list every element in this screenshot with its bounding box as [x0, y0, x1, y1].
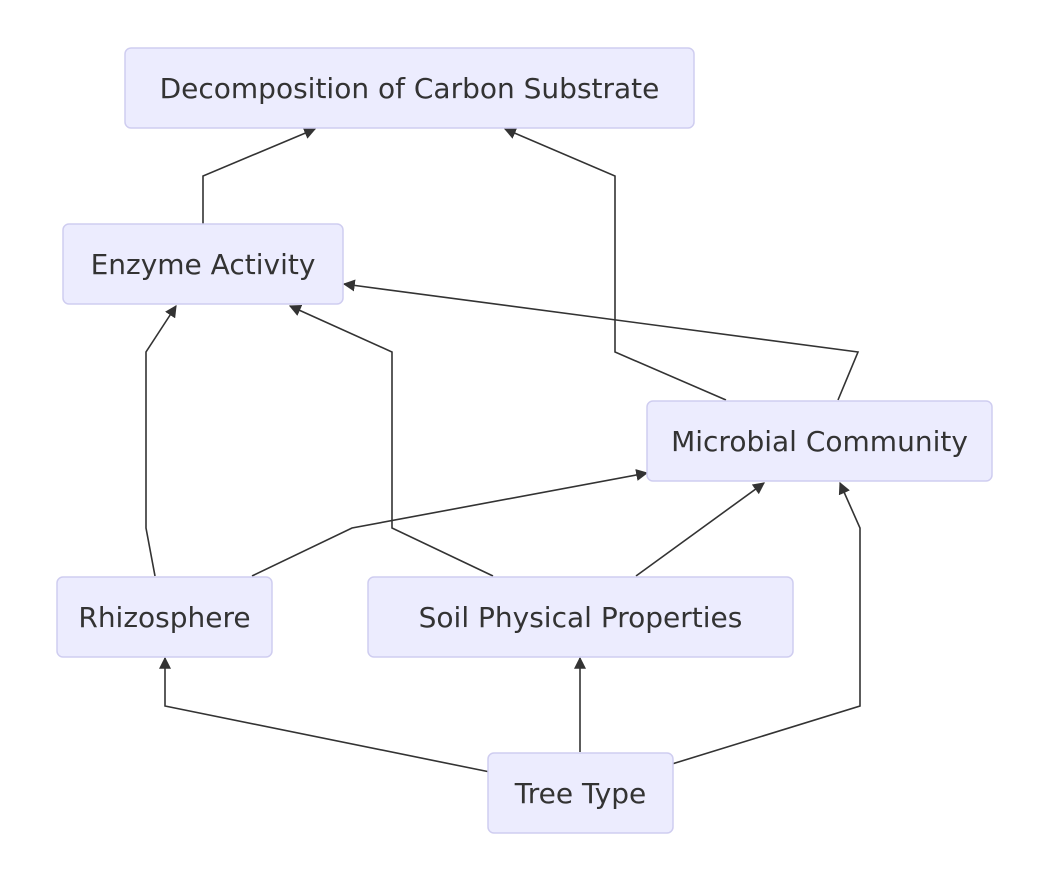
- node-rhizosphere-label: Rhizosphere: [78, 601, 250, 634]
- node-decomposition-label: Decomposition of Carbon Substrate: [160, 72, 660, 105]
- node-microbial-community[interactable]: Microbial Community: [646, 400, 993, 482]
- edge-microbial-to-enzyme: [342, 279, 860, 401]
- node-soil-physical-properties[interactable]: Soil Physical Properties: [367, 576, 794, 658]
- edges-layer: [145, 127, 861, 773]
- edge-rhizosphere-to-microbial: [251, 469, 649, 577]
- edge-tree-to-rhizosphere: [159, 656, 491, 773]
- node-enzyme-activity[interactable]: Enzyme Activity: [62, 223, 344, 305]
- edge-rhizosphere-to-enzyme: [145, 304, 177, 577]
- node-microbial-community-label: Microbial Community: [671, 425, 968, 458]
- node-decomposition[interactable]: Decomposition of Carbon Substrate: [124, 47, 695, 129]
- node-tree-type[interactable]: Tree Type: [487, 752, 674, 834]
- node-rhizosphere[interactable]: Rhizosphere: [56, 576, 273, 658]
- edge-soil-to-enzyme: [288, 304, 494, 577]
- edge-microbial-to-decomposition: [503, 127, 727, 401]
- node-tree-type-label: Tree Type: [514, 777, 647, 810]
- edge-soil-to-microbial: [635, 482, 765, 577]
- node-soil-physical-properties-label: Soil Physical Properties: [419, 601, 743, 634]
- edge-enzyme-to-decomposition: [202, 127, 317, 224]
- edge-tree-to-microbial: [671, 481, 861, 765]
- node-enzyme-activity-label: Enzyme Activity: [91, 248, 316, 281]
